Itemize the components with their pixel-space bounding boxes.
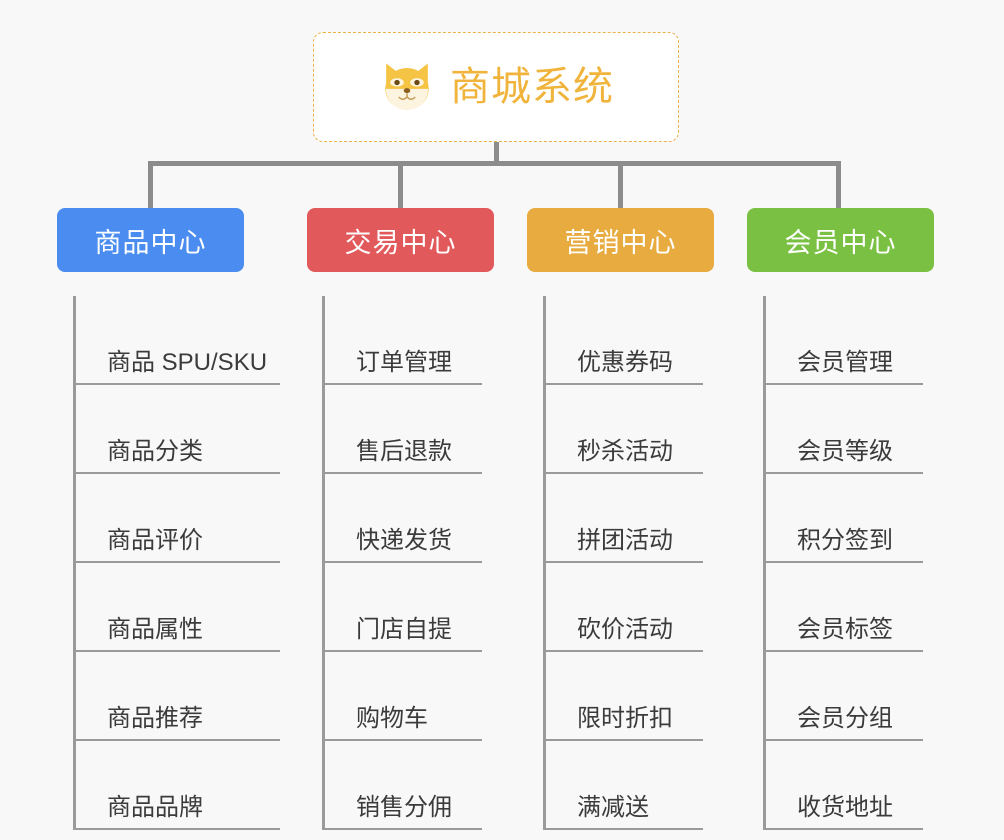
leaf-item[interactable]: 积分签到 [763,474,923,563]
leaf-item[interactable]: 商品属性 [73,563,280,652]
leaf-item-label: 销售分佣 [356,794,452,822]
leaf-item-label: 限时折扣 [577,705,673,733]
leaf-item-label: 门店自提 [356,616,452,644]
leaf-item[interactable]: 会员管理 [763,296,923,385]
column-spine [322,296,325,830]
leaf-item[interactable]: 购物车 [322,652,482,741]
leaf-item-label: 商品品牌 [107,794,203,822]
leaf-item[interactable]: 会员标签 [763,563,923,652]
leaf-item[interactable]: 商品 SPU/SKU [73,296,280,385]
leaf-item-label: 优惠券码 [577,349,673,377]
connector-drop-4 [836,161,841,209]
leaf-item-label: 砍价活动 [577,616,673,644]
leaf-item[interactable]: 快递发货 [322,474,482,563]
category-header-label: 交易中心 [344,227,457,258]
leaf-item-label: 商品 SPU/SKU [107,349,268,377]
leaf-item-label: 满减送 [577,794,649,822]
leaf-item[interactable]: 订单管理 [322,296,482,385]
leaf-item-label: 会员分组 [797,705,893,733]
leaf-item[interactable]: 会员等级 [763,385,923,474]
leaf-item-label: 商品分类 [107,438,203,466]
leaf-item-label: 售后退款 [356,438,452,466]
leaf-item-label: 收货地址 [797,794,893,822]
category-header-1[interactable]: 商品中心 [57,208,244,272]
leaf-item-label: 订单管理 [356,349,452,377]
leaf-item-label: 会员标签 [797,616,893,644]
connector-drop-2 [398,161,403,209]
leaf-item[interactable]: 限时折扣 [543,652,703,741]
category-header-4[interactable]: 会员中心 [747,208,934,272]
leaf-item[interactable]: 砍价活动 [543,563,703,652]
category-header-2[interactable]: 交易中心 [307,208,494,272]
leaf-item[interactable]: 售后退款 [322,385,482,474]
leaf-item-label: 商品评价 [107,527,203,555]
leaf-item-label: 商品推荐 [107,705,203,733]
connector-drop-3 [618,161,623,209]
leaf-item[interactable]: 满减送 [543,741,703,830]
leaf-item[interactable]: 秒杀活动 [543,385,703,474]
root-node[interactable]: 商城系统 [313,32,679,142]
leaf-item-label: 会员等级 [797,438,893,466]
category-header-label: 商品中心 [94,227,207,258]
connector-root-trunk [494,142,499,164]
leaf-item[interactable]: 商品品牌 [73,741,280,830]
leaf-item[interactable]: 优惠券码 [543,296,703,385]
leaf-item[interactable]: 销售分佣 [322,741,482,830]
category-header-3[interactable]: 营销中心 [527,208,714,272]
leaf-item[interactable]: 商品分类 [73,385,280,474]
column-spine [73,296,76,830]
leaf-item-label: 秒杀活动 [577,438,673,466]
category-header-label: 营销中心 [564,227,677,258]
leaf-item-label: 快递发货 [356,527,452,555]
leaf-item[interactable]: 收货地址 [763,741,923,830]
leaf-item[interactable]: 拼团活动 [543,474,703,563]
leaf-item-label: 积分签到 [797,527,893,555]
connector-drop-1 [148,161,153,209]
column-spine [543,296,546,830]
leaf-item[interactable]: 商品评价 [73,474,280,563]
shiba-dog-icon [385,63,429,111]
leaf-item[interactable]: 商品推荐 [73,652,280,741]
root-node-label: 商城系统 [450,65,614,109]
category-header-label: 会员中心 [784,227,897,258]
leaf-item-label: 会员管理 [797,349,893,377]
leaf-item[interactable]: 门店自提 [322,563,482,652]
column-spine [763,296,766,830]
leaf-item-label: 拼团活动 [577,527,673,555]
leaf-item[interactable]: 会员分组 [763,652,923,741]
connector-horizontal-bus [150,161,840,166]
leaf-item-label: 购物车 [356,705,428,733]
leaf-item-label: 商品属性 [107,616,203,644]
